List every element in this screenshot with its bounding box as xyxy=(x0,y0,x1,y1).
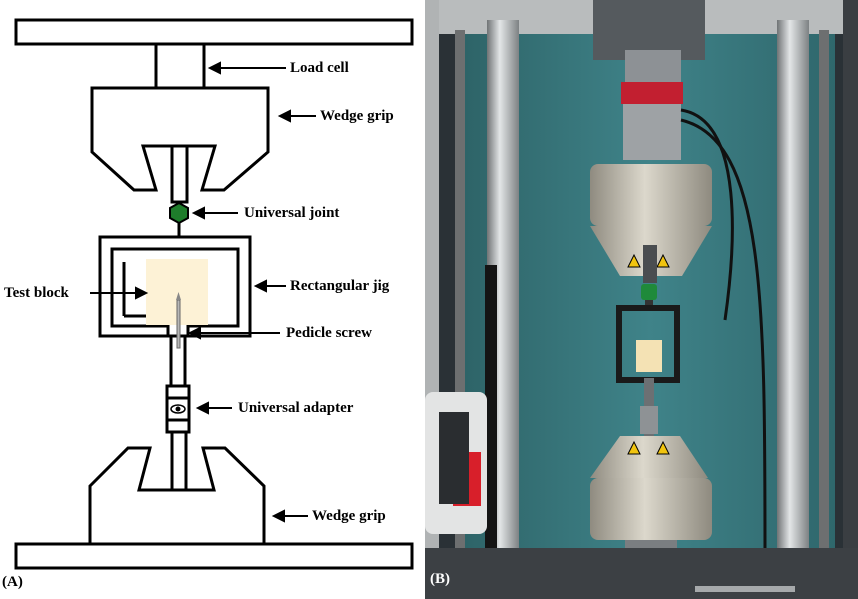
right-lead-screw xyxy=(819,30,829,590)
left-lead-screw xyxy=(455,30,465,590)
base-slot xyxy=(695,586,795,592)
rectangular-jig-shape xyxy=(98,235,252,338)
side-device-dark xyxy=(439,412,469,504)
arrow-jig-head xyxy=(253,279,267,293)
label-universal-adapter: Universal adapter xyxy=(238,400,354,416)
green-joint xyxy=(641,284,657,300)
panel-b-label: (B) xyxy=(430,571,450,587)
label-wedge-grip-bottom: Wedge grip xyxy=(312,508,386,524)
black-pole xyxy=(485,265,497,599)
arrow-adapter-head xyxy=(195,401,209,415)
lower-grip-cone xyxy=(590,436,708,478)
load-cell-red-band xyxy=(621,82,683,104)
test-machine-photo xyxy=(425,0,858,599)
label-universal-joint: Universal joint xyxy=(244,205,340,221)
adapter-pin xyxy=(175,406,181,412)
label-test-block: Test block xyxy=(4,285,69,301)
arrow-wedge-bottom-head xyxy=(271,509,285,523)
photo-test-block xyxy=(636,340,662,372)
load-cell-shape xyxy=(154,42,206,90)
schematic-diagram xyxy=(14,18,414,570)
upper-shaft xyxy=(643,245,657,283)
wedge-grip-top-shape xyxy=(90,86,270,192)
top-crosshead xyxy=(14,18,414,46)
screw-tip xyxy=(176,292,181,300)
label-load-cell: Load cell xyxy=(290,60,349,76)
photo-adapter xyxy=(640,406,658,434)
arrow-screw-head xyxy=(187,326,201,340)
pedicle-screw-shape xyxy=(176,299,181,349)
jig-inner xyxy=(122,262,146,318)
top-rod xyxy=(170,144,189,204)
load-cell-body xyxy=(625,50,681,82)
panel-a-label: (A) xyxy=(2,574,23,590)
arrow-joint-head xyxy=(191,206,205,220)
wedge-grip-bottom-shape xyxy=(88,446,266,546)
bottom-rod xyxy=(170,430,188,492)
lower-grip-base xyxy=(590,478,712,540)
universal-joint-shape xyxy=(169,201,189,225)
bottom-base xyxy=(14,542,414,570)
load-cell-lower xyxy=(623,104,681,160)
upper-grip-top xyxy=(590,164,712,226)
label-rectangular-jig: Rectangular jig xyxy=(290,278,390,294)
warning-sticker-top-right xyxy=(656,253,670,268)
warning-sticker-bottom-right xyxy=(656,440,670,455)
arrow-load-cell-head xyxy=(207,61,221,75)
warning-sticker-top-left xyxy=(627,253,641,268)
arrow-test-block-head xyxy=(135,286,149,300)
right-column xyxy=(777,20,809,599)
warning-sticker-bottom-left xyxy=(627,440,641,455)
label-wedge-grip-top: Wedge grip xyxy=(320,108,394,124)
cable-2 xyxy=(680,118,767,561)
label-pedicle-screw: Pedicle screw xyxy=(286,325,372,341)
cable-1 xyxy=(680,108,734,321)
arrow-wedge-top-head xyxy=(277,109,291,123)
right-upright xyxy=(843,0,858,599)
